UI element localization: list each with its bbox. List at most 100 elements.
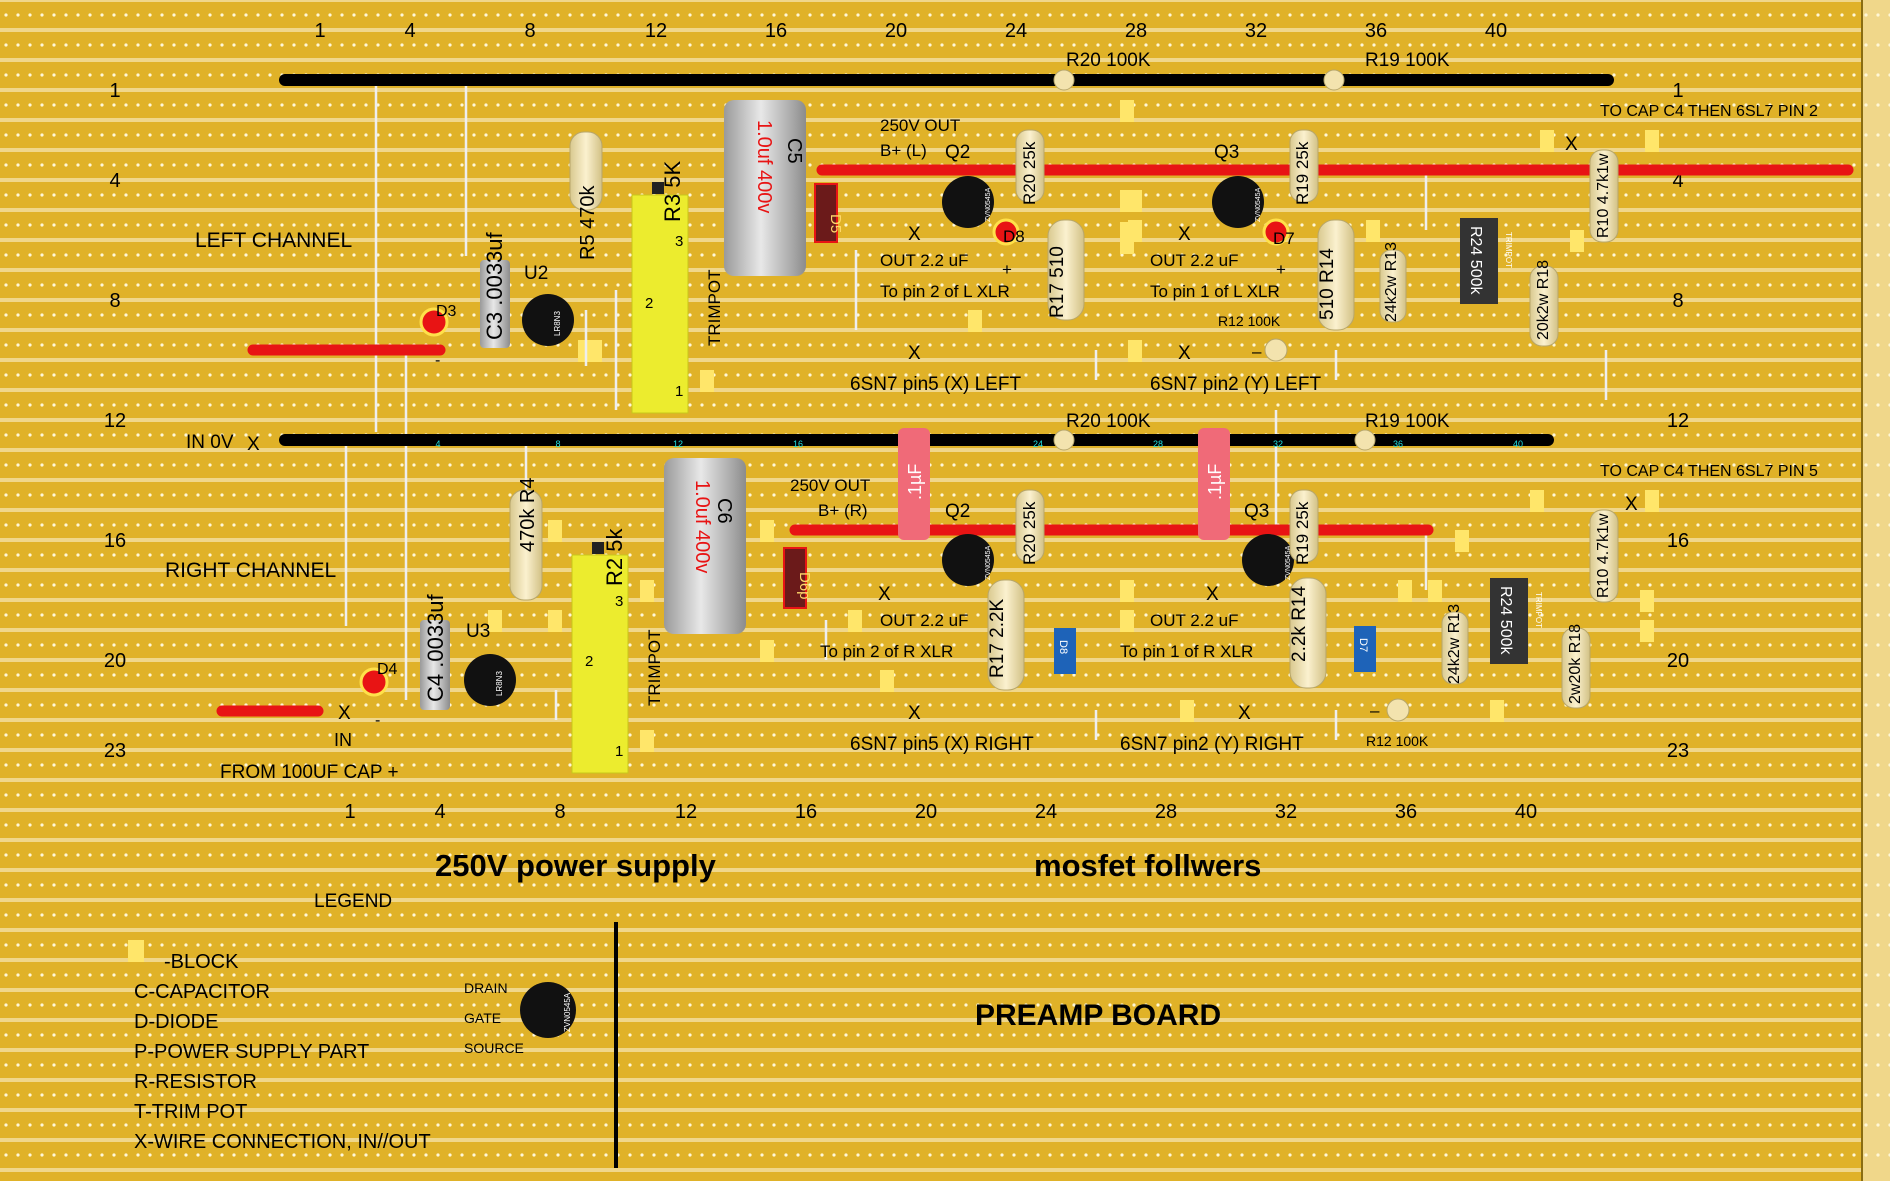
column-number: 40 xyxy=(1485,20,1507,42)
diode-d3-label: D3 xyxy=(436,303,457,320)
output-cap-label: OUT 2.2 uF xyxy=(880,251,969,270)
column-number: 1 xyxy=(314,20,325,42)
resistor-r20-100k xyxy=(1053,429,1075,451)
resistor-r20-100k-label: R20 100K xyxy=(1066,50,1151,71)
polarity-minus: – xyxy=(1370,701,1380,720)
resistor-r13-label: 24k2w R13 xyxy=(1383,242,1400,322)
wire-x: X xyxy=(338,703,351,724)
column-number: 16 xyxy=(765,20,787,42)
strip-cut-block xyxy=(880,670,894,692)
polarity-plus: + xyxy=(1276,260,1286,279)
strip-cut-block xyxy=(548,610,562,632)
diode-d8-label: D8 xyxy=(1057,640,1069,654)
destination-label: TO CAP C4 THEN 6SL7 PIN 2 xyxy=(1600,103,1818,120)
mosfet-q3-label: Q3 xyxy=(1214,142,1239,163)
resistor-r19-25k xyxy=(1289,129,1319,203)
resistor-r17 xyxy=(1047,219,1085,321)
diode-d5 xyxy=(814,183,838,243)
strip-cut-block xyxy=(1120,190,1134,212)
trimpot-r24 xyxy=(1460,218,1498,304)
rail-tick: 16 xyxy=(793,439,803,449)
capacitor-c4-label: C4 .0033uf xyxy=(423,593,448,702)
resistor-r13 xyxy=(1379,249,1407,323)
resistor-r19-100k-label: R19 100K xyxy=(1365,411,1450,432)
column-number: 20 xyxy=(915,801,937,823)
diode-d4 xyxy=(359,667,389,697)
trimpot-r2 xyxy=(571,554,629,774)
resistor-r4-label: 470k R4 xyxy=(517,478,539,553)
legend-block-swatch xyxy=(128,940,144,962)
diode-d4-label: D4 xyxy=(377,661,398,678)
strip-cut-block xyxy=(488,610,502,632)
legend: LEGEND -BLOCK C-CAPACITOR D-DIODE P-POWE… xyxy=(128,891,576,1153)
column-number: 36 xyxy=(1365,20,1387,42)
column-number: 32 xyxy=(1275,801,1297,823)
mosfet-q3-text: ZVN0545A xyxy=(1285,545,1292,580)
mosfet-section-title: mosfet follwers xyxy=(1034,848,1261,883)
resistor-r13-label: 24k2w R13 xyxy=(1446,604,1463,684)
resistor-r13 xyxy=(1441,611,1469,685)
column-number: 12 xyxy=(645,20,667,42)
middle-rail-labels: IN 0V X R20 100K R19 100K xyxy=(186,411,1450,455)
strip-cut-blocks xyxy=(128,100,1659,962)
trimpot-r3-screw xyxy=(652,182,664,194)
wire-x: X xyxy=(1565,134,1578,155)
wire-x: X xyxy=(908,343,921,364)
wire-x: X xyxy=(1206,584,1219,605)
diode-d7-label: D7 xyxy=(1357,638,1369,652)
row-number: 12 xyxy=(1667,410,1689,432)
wire-x: X xyxy=(247,434,260,455)
strip-cut-block xyxy=(1128,340,1142,362)
row-number: 1 xyxy=(1672,80,1683,102)
right-channel: RIGHT CHANNEL D4 - X IN FROM 100UF CAP +… xyxy=(165,428,1818,783)
tube-pin-label: 6SN7 pin2 (Y) RIGHT xyxy=(1120,734,1304,755)
bplus-label-2: B+ (R) xyxy=(818,501,868,520)
column-number: 16 xyxy=(795,801,817,823)
row-number: 12 xyxy=(104,410,126,432)
strip-cut-block xyxy=(1640,590,1654,612)
capacitor-film-1-label: .1µF xyxy=(905,464,925,500)
resistor-r18-label: 2w20k R18 xyxy=(1567,624,1584,704)
resistor-r20-25k-label: R20 25k xyxy=(1020,501,1039,565)
legend-item: T-TRIM POT xyxy=(134,1101,247,1123)
mosfet-q2-text: ZVN0545A xyxy=(985,545,992,580)
resistor-r19-100k-label: R19 100K xyxy=(1365,50,1450,71)
bplus-label-1: 250V OUT xyxy=(880,116,960,135)
strip-cut-block xyxy=(1640,620,1654,642)
trimpot-r2-text: TRIMPOT xyxy=(645,630,664,707)
capacitor-c4 xyxy=(420,620,450,710)
resistor-r10 xyxy=(1589,509,1619,603)
legend-pin-drain: DRAIN xyxy=(464,980,508,996)
legend-item: C-CAPACITOR xyxy=(134,981,270,1003)
legend-pin-source: SOURCE xyxy=(464,1040,524,1056)
resistor-r14 xyxy=(1289,577,1327,689)
strip-cut-block xyxy=(1366,220,1380,242)
strip-cut-block xyxy=(640,730,654,752)
trimpot-r3-text: TRIMPOT xyxy=(705,270,724,347)
rail-column-ticks: 4 8 12 16 24 28 32 36 40 xyxy=(435,439,1523,449)
resistor-r12-label: R12 100K xyxy=(1366,733,1429,749)
column-number: 40 xyxy=(1515,801,1537,823)
wire-links xyxy=(344,86,1608,740)
polarity-plus: + xyxy=(1002,260,1012,279)
column-number: 28 xyxy=(1155,801,1177,823)
capacitor-c6 xyxy=(664,458,746,634)
diode-d7 xyxy=(1354,626,1376,672)
capacitor-c6-label: C6 xyxy=(713,498,735,524)
regulator-u3 xyxy=(464,654,516,706)
tube-pin-label: 6SN7 pin5 (X) RIGHT xyxy=(850,734,1034,755)
trimpot-pin1: 1 xyxy=(675,383,683,400)
row-number: 20 xyxy=(104,650,126,672)
column-number: 4 xyxy=(434,801,445,823)
strip-cut-block xyxy=(1540,130,1554,152)
wire-x: X xyxy=(1178,224,1191,245)
strip-cut-block xyxy=(1570,230,1584,252)
mosfet-q2-label: Q2 xyxy=(945,142,970,163)
resistor-r19-25k-label: R19 25k xyxy=(1293,141,1312,205)
trimpot-pin3: 3 xyxy=(675,233,683,250)
row-number: 23 xyxy=(1667,740,1689,762)
strip-cut-block xyxy=(548,520,562,542)
